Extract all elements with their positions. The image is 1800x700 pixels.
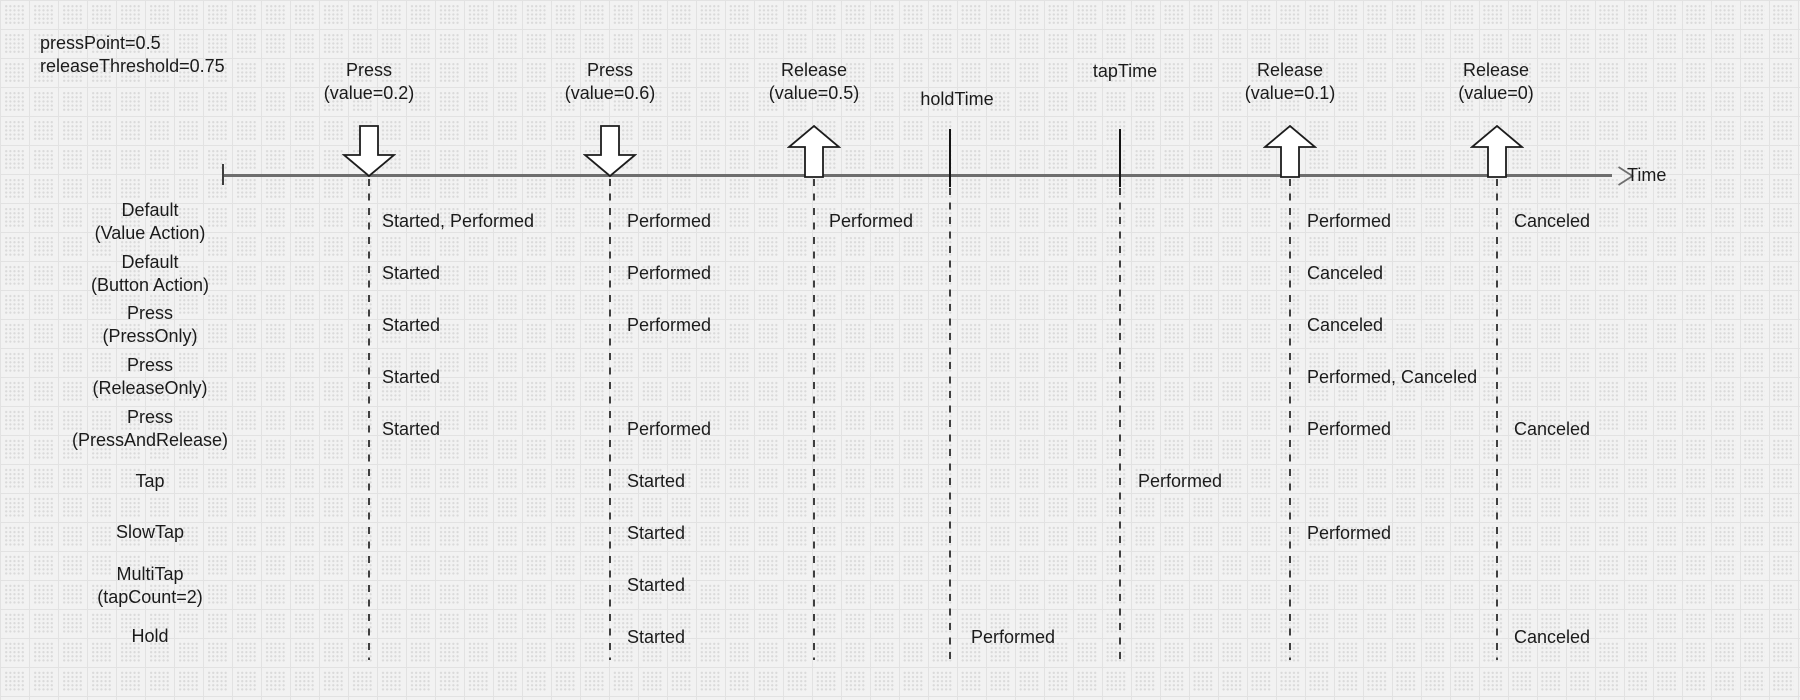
phase-cell: Performed	[829, 211, 914, 231]
releasethreshold-text: releaseThreshold=0.75	[40, 56, 225, 76]
event-label-press-0.6: Press (value=0.6)	[565, 59, 656, 105]
row-label-line: Press	[126, 303, 173, 323]
presspoint-text: pressPoint=0.5	[40, 33, 161, 53]
phase-cell: Started	[627, 523, 686, 543]
down-arrow-icon	[583, 125, 637, 177]
phase-cell: Canceled	[1514, 419, 1591, 439]
row-label-line: Default	[121, 200, 179, 220]
phase-cell: Canceled	[1514, 627, 1591, 647]
time-axis	[222, 174, 1612, 177]
event-gridline	[949, 188, 951, 660]
event-label-line: Release	[1462, 60, 1530, 80]
time-axis-label: Time	[1627, 165, 1667, 185]
event-label-line: (value=0)	[1458, 83, 1534, 103]
phase-cell: Started	[382, 315, 441, 335]
event-gridline	[609, 179, 611, 660]
event-gridline	[813, 179, 815, 660]
phase-cell: Started	[382, 367, 441, 387]
event-label-press-0.2: Press (value=0.2)	[324, 59, 415, 105]
phase-cell: Performed	[1307, 523, 1392, 543]
event-label-line: (value=0.1)	[1244, 83, 1336, 103]
event-label-release-0: Release (value=0)	[1458, 59, 1534, 105]
taptime-tick	[1119, 129, 1121, 187]
row-label-line: (tapCount=2)	[97, 587, 203, 607]
event-gridline	[1496, 179, 1498, 660]
row-label-slowtap: SlowTap	[0, 521, 300, 544]
phase-cell: Started	[627, 575, 686, 595]
row-label-line: (ReleaseOnly)	[92, 378, 208, 398]
row-label-default-button-action: Default (Button Action)	[0, 251, 300, 297]
row-label-line: Press	[126, 407, 173, 427]
row-label-press-releaseonly: Press (ReleaseOnly)	[0, 354, 300, 400]
event-gridline	[368, 179, 370, 660]
row-label-line: SlowTap	[115, 522, 185, 542]
event-label-line: tapTime	[1092, 61, 1158, 81]
event-label-release-0.1: Release (value=0.1)	[1245, 59, 1336, 105]
holdtime-tick	[949, 129, 951, 187]
event-label-line: (value=0.2)	[323, 83, 415, 103]
event-label-line: Release	[1256, 60, 1324, 80]
phase-cell: Started	[627, 471, 686, 491]
event-gridline	[1289, 179, 1291, 660]
event-gridline	[1119, 188, 1121, 660]
row-label-line: MultiTap	[116, 564, 184, 584]
row-label-line: (Button Action)	[90, 275, 210, 295]
phase-cell: Performed	[627, 419, 712, 439]
event-label-line: Press	[586, 60, 633, 80]
event-label-holdtime: holdTime	[920, 88, 993, 111]
event-label-taptime: tapTime	[1093, 60, 1157, 83]
row-label-press-pressandrelease: Press (PressAndRelease)	[0, 406, 300, 452]
phase-cell: Performed	[1307, 419, 1392, 439]
event-label-line: Press	[345, 60, 392, 80]
row-label-tap: Tap	[0, 470, 300, 493]
row-label-line: (PressAndRelease)	[71, 430, 229, 450]
phase-cell: Performed	[971, 627, 1056, 647]
phase-cell: Started, Performed	[382, 211, 535, 231]
row-label-default-value-action: Default (Value Action)	[0, 199, 300, 245]
parameters-note: pressPoint=0.5 releaseThreshold=0.75	[40, 32, 225, 78]
row-label-line: (PressOnly)	[102, 326, 198, 346]
event-label-line: (value=0.5)	[768, 83, 860, 103]
row-label-line: (Value Action)	[94, 223, 206, 243]
phase-cell: Started	[382, 419, 441, 439]
phase-cell: Performed, Canceled	[1307, 367, 1478, 387]
row-label-multitap: MultiTap (tapCount=2)	[0, 563, 300, 609]
row-label-line: Hold	[131, 626, 169, 646]
time-axis-start-tick	[222, 164, 224, 185]
event-label-release-0.5: Release (value=0.5)	[769, 59, 860, 105]
down-arrow-icon	[342, 125, 396, 177]
up-arrow-icon	[1263, 125, 1317, 178]
event-label-line: (value=0.6)	[564, 83, 656, 103]
phase-cell: Performed	[627, 315, 712, 335]
phase-cell: Started	[382, 263, 441, 283]
phase-cell: Performed	[1138, 471, 1223, 491]
phase-cell: Performed	[1307, 211, 1392, 231]
row-label-line: Default	[121, 252, 179, 272]
phase-cell: Canceled	[1514, 211, 1591, 231]
phase-cell: Canceled	[1307, 263, 1384, 283]
up-arrow-icon	[787, 125, 841, 178]
phase-cell: Performed	[627, 263, 712, 283]
time-axis-arrowhead-icon	[1618, 166, 1635, 186]
row-label-press-pressonly: Press (PressOnly)	[0, 302, 300, 348]
row-label-hold: Hold	[0, 625, 300, 648]
phase-cell: Performed	[627, 211, 712, 231]
event-label-line: holdTime	[920, 89, 994, 109]
up-arrow-icon	[1470, 125, 1524, 178]
phase-cell: Started	[627, 627, 686, 647]
event-label-line: Release	[780, 60, 848, 80]
row-label-line: Press	[126, 355, 173, 375]
row-label-line: Tap	[135, 471, 165, 491]
phase-cell: Canceled	[1307, 315, 1384, 335]
